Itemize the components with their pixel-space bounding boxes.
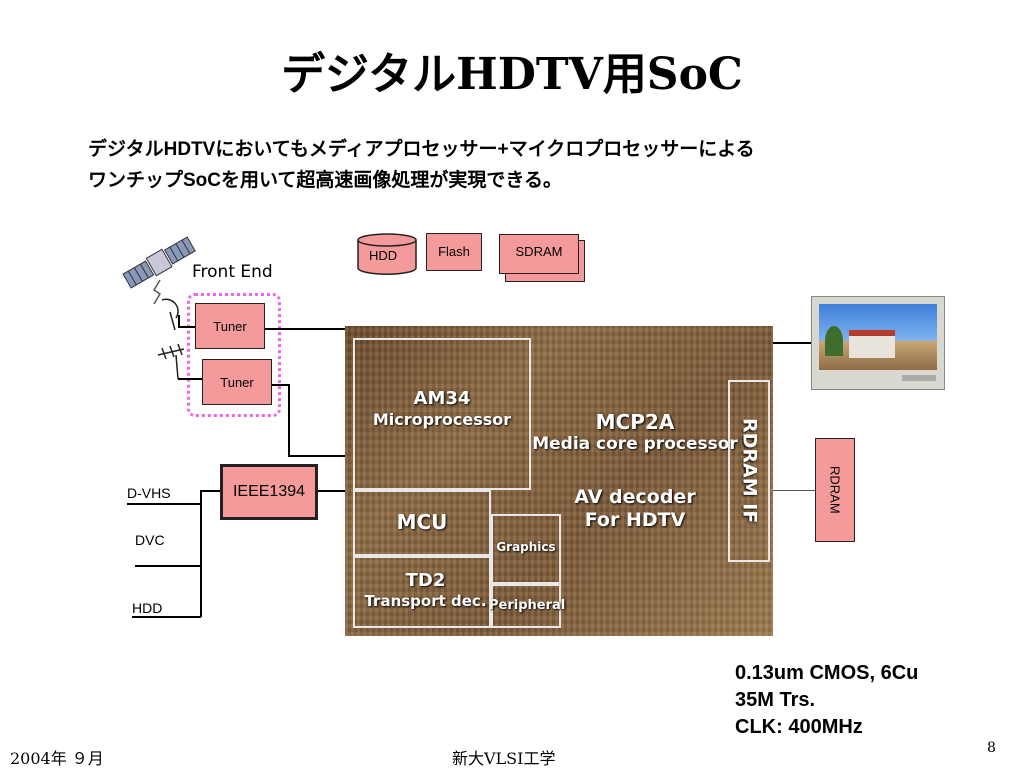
- die-rdram-if-block: [728, 380, 770, 562]
- line-sat-down: [178, 315, 180, 327]
- page-number: 8: [987, 740, 996, 756]
- satellite-icon: [122, 236, 196, 331]
- die-mcp2a-title: MCP2A: [595, 410, 675, 434]
- hdd-cylinder: [357, 233, 417, 275]
- tuner-2-box: Tuner: [202, 359, 272, 405]
- tv-controls: [902, 375, 936, 381]
- memory-flash-box: Flash: [426, 233, 482, 271]
- tv-icon: [811, 296, 945, 390]
- die-av-title: AV decoder: [574, 486, 696, 508]
- subtitle-line-1: デジタルHDTVにおいてもメディアプロセッサー+マイクロプロセッサーによる: [88, 139, 755, 160]
- chip-die-photo: AM34 Microprocessor MCP2A Media core pro…: [345, 326, 773, 636]
- io-dvhs-label: D-VHS: [127, 485, 171, 501]
- die-mcp2a-subtitle: Media core processor: [532, 434, 738, 454]
- line-tuner2-chip: [288, 455, 345, 457]
- tuner-1-box: Tuner: [195, 303, 265, 349]
- line-dvhs: [127, 503, 201, 505]
- rdram-box: RDRAM: [815, 438, 855, 542]
- ieee1394-box: IEEE1394: [220, 464, 318, 520]
- spec-clock: CLK: 400MHz: [735, 716, 863, 738]
- line-sat-tuner1: [178, 326, 195, 328]
- memory-sdram-box: SDRAM: [499, 234, 579, 274]
- die-am34-title: AM34: [413, 388, 471, 409]
- die-peripheral-label: Peripheral: [489, 598, 566, 613]
- die-am34-label: AM34 Microprocessor: [353, 388, 531, 429]
- die-mcu-label: MCU: [396, 510, 448, 534]
- footer-date: 2004年 ９月: [10, 749, 104, 768]
- die-graphics-block: [491, 514, 561, 584]
- memory-hdd-label: HDD: [369, 248, 398, 263]
- antenna-icon: [157, 343, 185, 380]
- die-graphics-label: Graphics: [496, 540, 556, 554]
- slide-title: デジタルHDTV用SoC: [281, 49, 743, 100]
- die-av-label: AV decoder For HDTV: [545, 486, 725, 532]
- die-mcp2a-label: MCP2A Media core processor: [525, 410, 745, 454]
- subtitle-line-2: ワンチップSoCを用いて超高速画像処理が実現できる。: [88, 170, 563, 191]
- spec-process: 0.13um CMOS, 6Cu: [735, 662, 919, 684]
- line-tuner2-vert: [288, 384, 290, 456]
- front-end-group: [187, 293, 281, 417]
- die-td2-label: TD2 Transport dec.: [353, 570, 498, 610]
- die-am34-subtitle: Microprocessor: [372, 409, 512, 429]
- spec-transistors: 35M Trs.: [735, 689, 816, 711]
- die-rdram-if-label: RDRAM IF: [728, 380, 770, 562]
- line-chip-tv: [773, 342, 811, 344]
- line-tuner1-chip: [265, 328, 345, 330]
- die-peripheral-block: [491, 584, 561, 628]
- chip-specs: 0.13um CMOS, 6Cu 35M Trs. CLK: 400MHz: [735, 660, 918, 741]
- die-td2-block: [353, 556, 491, 628]
- die-td2-title: TD2: [405, 570, 446, 591]
- line-dvc: [135, 565, 201, 567]
- footer-course: 新大VLSI工学: [452, 749, 556, 768]
- line-ant-tuner2: [178, 378, 202, 380]
- line-hdd: [132, 616, 201, 618]
- die-av-subtitle: For HDTV: [584, 508, 686, 531]
- rdram-label: RDRAM: [827, 466, 843, 514]
- die-am34-block: [353, 338, 531, 490]
- die-td2-subtitle: Transport dec.: [364, 591, 487, 610]
- tv-house-shape: [849, 330, 895, 358]
- front-end-label: Front End: [192, 262, 273, 282]
- die-mcu-block: [353, 490, 491, 556]
- io-dvc-label: DVC: [135, 532, 165, 548]
- line-io-bus: [200, 490, 202, 617]
- line-tuner2-out: [272, 384, 289, 386]
- io-hdd-label: HDD: [132, 600, 163, 616]
- tv-screen: [819, 304, 937, 370]
- tv-tree-shape: [825, 326, 843, 356]
- line-bus-ieee: [200, 490, 220, 492]
- line-chip-rdram: [773, 490, 815, 491]
- slide-subtitle: デジタルHDTVにおいてもメディアプロセッサー+マイクロプロセッサーによる ワン…: [88, 134, 968, 196]
- die-rdram-if-text: RDRAM IF: [738, 418, 761, 524]
- line-ieee-chip: [318, 490, 345, 492]
